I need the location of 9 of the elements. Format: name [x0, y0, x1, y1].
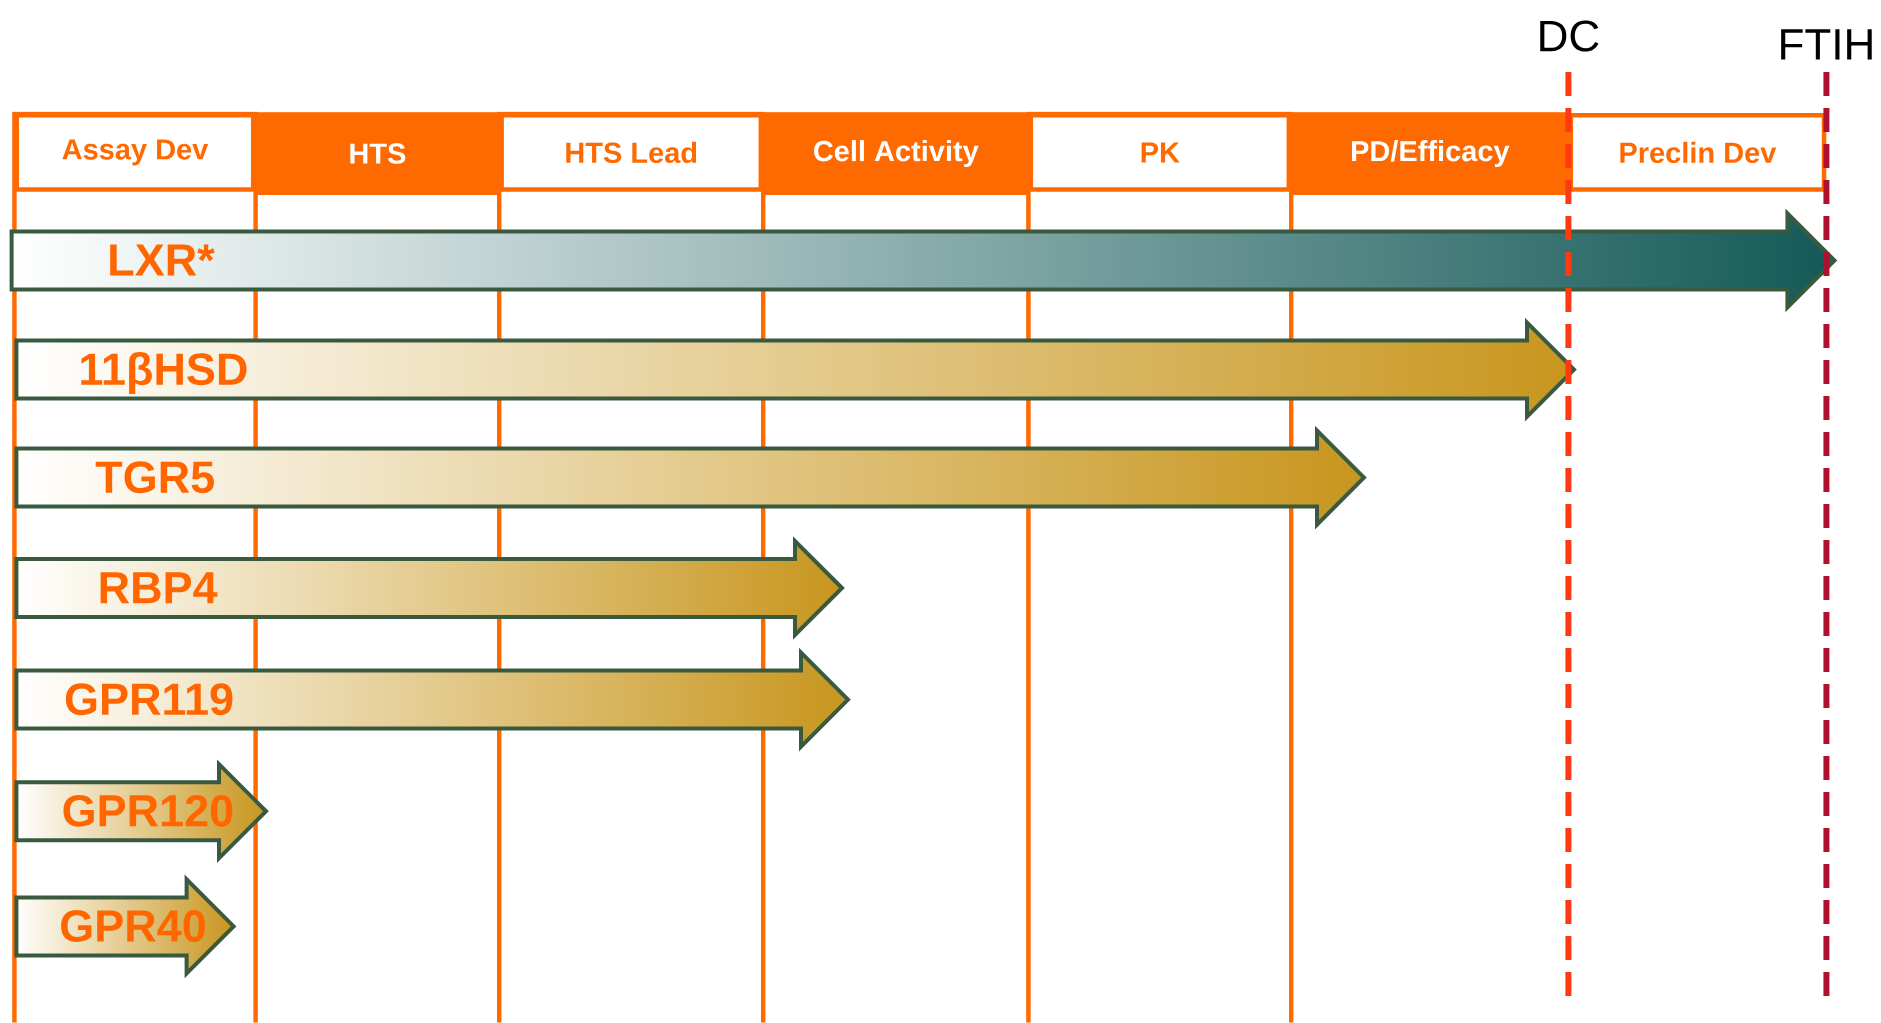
stage-header: PD/Efficacy — [1290, 112, 1569, 195]
milestone-label: DC — [1540, 20, 1599, 52]
milestone-label: FTIH — [1781, 29, 1872, 60]
stage-header: PK — [1028, 112, 1292, 192]
stage-header: Assay Dev — [14, 112, 256, 192]
stage-header: Preclin Dev — [1568, 112, 1827, 192]
stage-header: HTS — [255, 112, 500, 195]
stage-header: Cell Activity — [762, 112, 1029, 195]
stage-header: HTS Lead — [499, 112, 764, 192]
